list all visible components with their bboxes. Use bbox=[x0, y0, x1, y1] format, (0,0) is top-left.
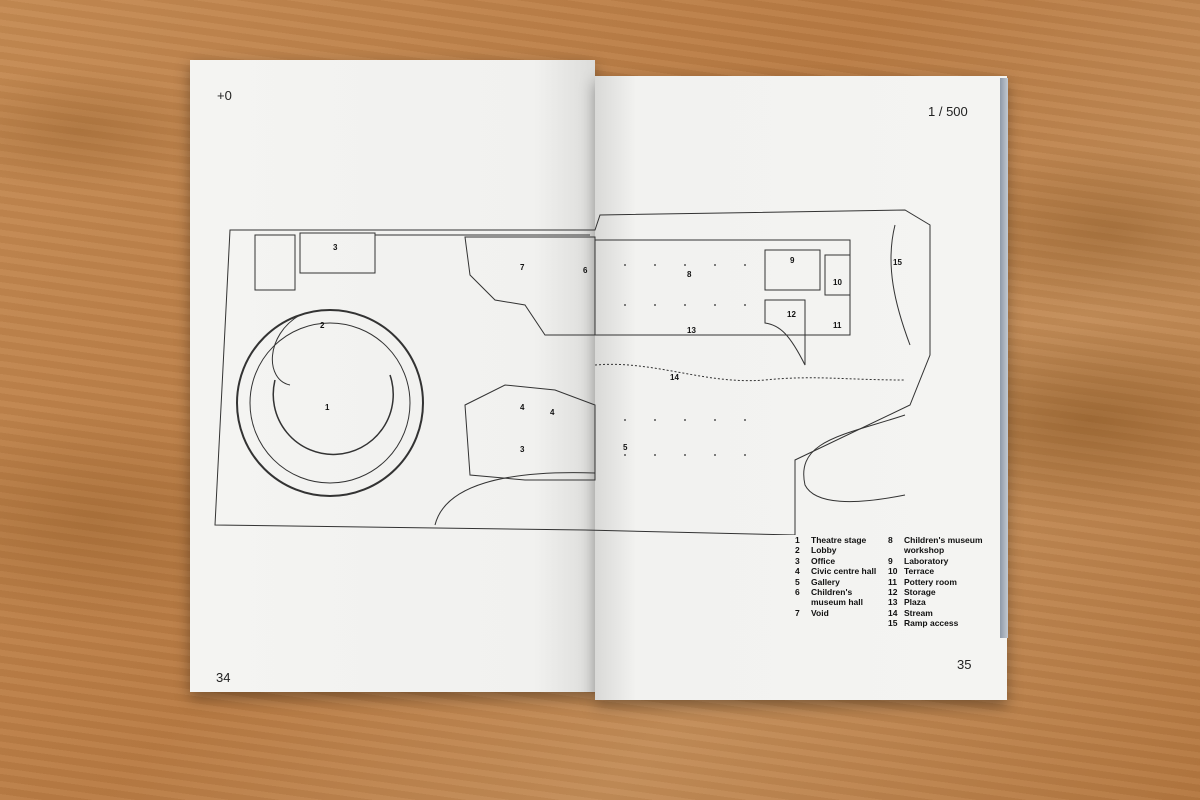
legend-label: Pottery room bbox=[904, 576, 957, 587]
level-label: +0 bbox=[217, 88, 232, 103]
stream bbox=[594, 363, 906, 382]
legend-number: 14 bbox=[888, 607, 898, 618]
ramp bbox=[890, 224, 911, 346]
room-label-11: 11 bbox=[833, 321, 842, 330]
laboratory-block bbox=[764, 249, 821, 291]
legend-number: 9 bbox=[888, 555, 893, 566]
room-label-3a: 3 bbox=[333, 243, 338, 252]
legend-item: 8 Children's museum workshop bbox=[888, 535, 998, 556]
room-label-7: 7 bbox=[520, 263, 525, 272]
room-label-14: 14 bbox=[670, 373, 679, 382]
legend-label: Office bbox=[811, 555, 836, 566]
room-label-1: 1 bbox=[325, 403, 330, 412]
service-block bbox=[254, 234, 296, 291]
right-page bbox=[595, 76, 1007, 700]
legend-label: Gallery bbox=[811, 576, 840, 587]
legend-label: Laboratory bbox=[904, 555, 949, 566]
workshop-hall bbox=[594, 239, 851, 336]
legend-number: 13 bbox=[888, 597, 898, 608]
legend-item: 12 Storage bbox=[888, 587, 1008, 597]
legend-number: 12 bbox=[888, 587, 898, 598]
legend-label: Civic centre hall bbox=[811, 566, 877, 577]
lobby-spiral bbox=[271, 314, 301, 386]
legend-item: 13 Plaza bbox=[888, 597, 1008, 607]
legend-item: 7 Void bbox=[795, 608, 915, 618]
south-curve bbox=[434, 472, 596, 526]
legend-item: 14 Stream bbox=[888, 608, 1008, 618]
legend-item: 10 Terrace bbox=[888, 566, 1008, 576]
room-label-5: 5 bbox=[623, 443, 628, 452]
legend-label: Terrace bbox=[904, 566, 935, 577]
legend-number: 4 bbox=[795, 566, 800, 577]
legend-number: 2 bbox=[795, 545, 800, 556]
terrace-block bbox=[824, 254, 851, 296]
legend-item: 6 Children's museum hall bbox=[795, 587, 875, 608]
legend-label: Storage bbox=[904, 587, 936, 598]
room-label-4a: 4 bbox=[520, 403, 525, 412]
legend-label: Stream bbox=[904, 607, 933, 618]
legend-label: Theatre stage bbox=[811, 535, 867, 545]
room-label-13: 13 bbox=[687, 326, 696, 335]
legend-item: 15 Ramp access bbox=[888, 618, 1008, 628]
legend-item: 4 Civic centre hall bbox=[795, 566, 915, 576]
legend-number: 5 bbox=[795, 576, 800, 587]
legend-number: 7 bbox=[795, 607, 800, 618]
room-label-4b: 4 bbox=[550, 408, 555, 417]
museum-hall-block bbox=[464, 236, 596, 336]
legend-item: 3 Office bbox=[795, 556, 915, 566]
legend-number: 3 bbox=[795, 555, 800, 566]
floor-plan: 1 2 3 3 4 4 5 6 7 8 9 10 11 12 13 14 15 bbox=[214, 209, 931, 535]
theatre-outer-ring bbox=[236, 309, 424, 497]
page-edge bbox=[1000, 78, 1008, 638]
room-label-12: 12 bbox=[787, 310, 796, 319]
legend-number: 6 bbox=[795, 587, 800, 598]
legend-item: 2 Lobby bbox=[795, 545, 915, 555]
legend-number: 8 bbox=[888, 535, 893, 545]
legend-label: Children's museum workshop bbox=[904, 535, 983, 556]
office-block bbox=[299, 232, 376, 274]
room-label-10: 10 bbox=[833, 278, 842, 287]
legend-label: Lobby bbox=[811, 545, 837, 556]
east-curve bbox=[803, 414, 906, 502]
legend-number: 15 bbox=[888, 618, 898, 629]
plaza-grid bbox=[624, 264, 746, 456]
scale-label: 1 / 500 bbox=[928, 104, 968, 119]
theatre-stage-arc bbox=[272, 374, 394, 456]
legend-number: 1 bbox=[795, 535, 800, 545]
legend-label: Void bbox=[811, 607, 829, 618]
room-label-15: 15 bbox=[893, 258, 902, 267]
page-number-left: 34 bbox=[216, 670, 231, 685]
legend-item: 11 Pottery room bbox=[888, 577, 1008, 587]
legend-label: Plaza bbox=[904, 597, 926, 608]
civic-hall-block bbox=[464, 384, 596, 481]
legend-number: 10 bbox=[888, 566, 898, 577]
room-label-6: 6 bbox=[583, 266, 588, 275]
room-label-9: 9 bbox=[790, 256, 795, 265]
theatre-inner-ring bbox=[249, 322, 411, 484]
legend-column-1: 1 Theatre stage 2 Lobby 3 Office 4 Civic cen… bbox=[795, 535, 915, 618]
room-label-8: 8 bbox=[687, 270, 692, 279]
legend-item: 9 Laboratory bbox=[888, 556, 1008, 566]
storage-block bbox=[764, 299, 806, 366]
legend-label: Children's museum hall bbox=[811, 587, 863, 608]
room-label-2: 2 bbox=[320, 321, 325, 330]
legend-item: 1 Theatre stage bbox=[795, 535, 915, 545]
room-label-3b: 3 bbox=[520, 445, 525, 454]
page-number-right: 35 bbox=[957, 657, 972, 672]
legend-number: 11 bbox=[888, 576, 897, 587]
left-page bbox=[190, 60, 595, 692]
site-outline bbox=[214, 209, 931, 535]
legend-item: 5 Gallery bbox=[795, 577, 915, 587]
legend-label: Ramp access bbox=[904, 618, 959, 629]
